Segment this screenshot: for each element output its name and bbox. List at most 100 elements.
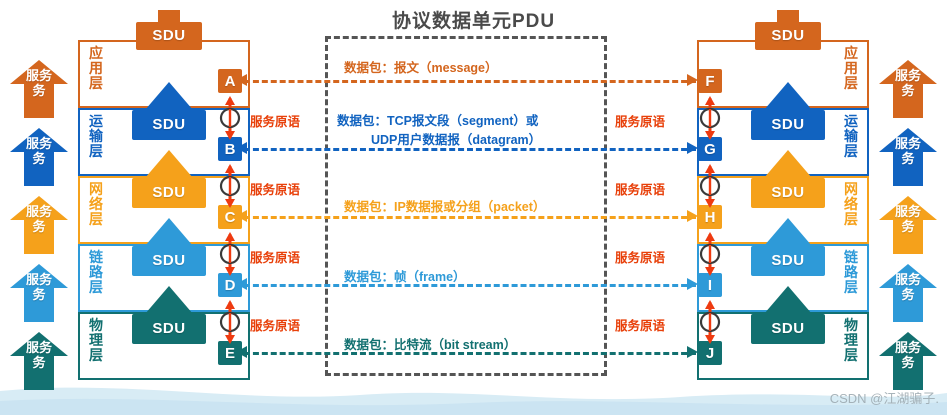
sdu-label: SDU	[771, 252, 805, 269]
watermark-text: CSDN @江湖骗子.	[829, 391, 939, 406]
sdu-transport-left: SDU	[132, 82, 206, 140]
interface-point-e: E	[218, 341, 242, 365]
interface-point-f: F	[698, 69, 722, 93]
sdu-network-right: SDU	[751, 150, 825, 208]
peer-link-physical	[244, 352, 696, 355]
service-arrow-physical-right: 服务务	[877, 330, 939, 392]
sdu-label: SDU	[152, 116, 186, 133]
peer-arrow-right-transport	[687, 142, 698, 154]
layer-label-physical-right: 物理层	[844, 317, 858, 363]
sdu-arrow-head-icon	[764, 218, 812, 246]
service-primitive-label-left-2: 服务原语	[250, 183, 301, 197]
background-wave-decoration	[0, 387, 947, 415]
service-primitive-label-right-1: 服务原语	[615, 115, 666, 129]
interface-point-a: A	[218, 69, 242, 93]
service-arrow-label: 服务务	[25, 136, 52, 166]
sdu-body	[751, 246, 825, 276]
service-access-point-connector-left-2	[218, 164, 242, 208]
interface-point-b: B	[218, 137, 242, 161]
service-access-point-connector-right-4	[698, 300, 722, 344]
service-arrow-link-left: 服务务	[8, 262, 70, 324]
sdu-link-left: SDU	[132, 218, 206, 276]
service-arrow-transport-right: 服务务	[877, 126, 939, 188]
service-arrow-application-right: 服务务	[877, 58, 939, 120]
interface-point-g: G	[698, 137, 722, 161]
pdu-label-physical: 数据包：比特流（bit stream）	[344, 338, 517, 352]
sdu-label: SDU	[771, 27, 805, 44]
peer-arrow-right-physical	[687, 346, 698, 358]
sdu-link-right: SDU	[751, 218, 825, 276]
sdu-body	[751, 314, 825, 344]
layer-label-application-right: 应用层	[844, 45, 858, 91]
peer-link-datalink	[244, 284, 696, 287]
layer-label-physical-left: 物理层	[89, 317, 103, 363]
sdu-body	[132, 178, 206, 208]
service-arrow-network-left: 服务务	[8, 194, 70, 256]
sdu-label: SDU	[771, 320, 805, 337]
sdu-body	[751, 110, 825, 140]
layer-label-transport-right: 运输层	[844, 113, 858, 159]
sdu-network-left: SDU	[132, 150, 206, 208]
service-arrow-label: 服务务	[894, 136, 921, 166]
service-access-point-connector-right-3	[698, 232, 722, 276]
sdu-application-left: SDU	[136, 10, 202, 50]
sdu-label: SDU	[152, 27, 186, 44]
service-primitive-label-right-3: 服务原语	[615, 251, 666, 265]
pdu-label-network: 数据包：IP数据报或分组（packet）	[344, 200, 546, 214]
service-arrow-network-right: 服务务	[877, 194, 939, 256]
service-arrow-label: 服务务	[25, 68, 52, 98]
interface-point-d: D	[218, 273, 242, 297]
sdu-label: SDU	[152, 252, 186, 269]
service-arrow-application-left: 服务务	[8, 58, 70, 120]
interface-point-h: H	[698, 205, 722, 229]
sdu-arrow-head-icon	[145, 286, 193, 314]
interface-point-c: C	[218, 205, 242, 229]
service-access-point-connector-right-1	[698, 96, 722, 140]
sdu-body	[751, 178, 825, 208]
service-primitive-label-right-2: 服务原语	[615, 183, 666, 197]
layer-label-link-left: 链路层	[89, 249, 103, 295]
service-arrow-label: 服务务	[25, 272, 52, 302]
sdu-body	[132, 110, 206, 140]
service-arrow-physical-left: 服务务	[8, 330, 70, 392]
page-title: 协议数据单元PDU	[391, 11, 556, 32]
layer-label-transport-left: 运输层	[89, 113, 103, 159]
pdu-dashed-frame	[325, 36, 607, 376]
pdu-label-datalink: 数据包：帧（frame）	[344, 270, 466, 284]
sdu-label: SDU	[152, 320, 186, 337]
peer-link-transport	[244, 148, 696, 151]
sdu-arrow-head-icon	[764, 82, 812, 110]
sdu-body	[132, 246, 206, 276]
sdu-physical-right: SDU	[751, 286, 825, 344]
peer-arrow-right-datalink	[687, 278, 698, 290]
peer-link-application	[244, 80, 696, 83]
pdu-label-application: 数据包：报文（message）	[344, 61, 498, 75]
sdu-application-right: SDU	[755, 10, 821, 50]
pdu-label-transport: 数据包：TCP报文段（segment）或 UDP用户数据报（datagram）	[337, 114, 542, 147]
peer-arrow-right-application	[687, 74, 698, 86]
service-access-point-connector-left-4	[218, 300, 242, 344]
sdu-transport-right: SDU	[751, 82, 825, 140]
peer-arrow-right-network	[687, 210, 698, 222]
service-primitive-label-right-4: 服务原语	[615, 319, 666, 333]
sdu-arrow-head-icon	[764, 286, 812, 314]
layer-label-network-right: 网络层	[844, 181, 858, 227]
sdu-arrow-head-icon	[145, 150, 193, 178]
sdu-label: SDU	[771, 184, 805, 201]
service-primitive-label-left-3: 服务原语	[250, 251, 301, 265]
peer-link-network	[244, 216, 696, 219]
service-arrow-transport-left: 服务务	[8, 126, 70, 188]
interface-point-i: I	[698, 273, 722, 297]
sdu-label: SDU	[152, 184, 186, 201]
service-arrow-label: 服务务	[25, 204, 52, 234]
sdu-label: SDU	[771, 116, 805, 133]
sdu-physical-left: SDU	[132, 286, 206, 344]
sdu-body	[136, 22, 202, 50]
service-access-point-connector-right-2	[698, 164, 722, 208]
sdu-arrow-head-icon	[764, 150, 812, 178]
service-arrow-label: 服务务	[894, 204, 921, 234]
layer-label-application-left: 应用层	[89, 45, 103, 91]
interface-point-j: J	[698, 341, 722, 365]
sdu-tab-icon	[777, 10, 799, 24]
